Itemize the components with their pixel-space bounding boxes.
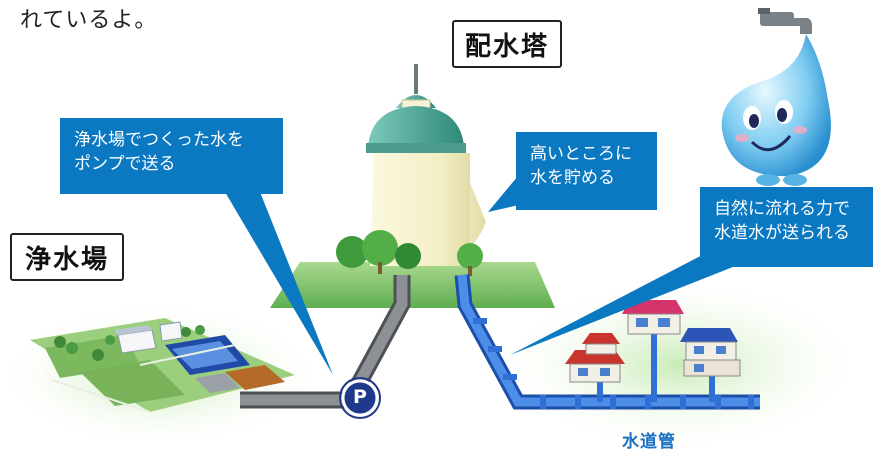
- house-icon: [565, 300, 741, 383]
- pipe-joints: [473, 318, 754, 409]
- house-branch-pipes: [597, 334, 715, 402]
- pump-callout-line-2: ポンプで送る: [74, 154, 176, 174]
- faucet-icon: [758, 8, 812, 34]
- gravity-flow-callout: 自然に流れる力で 水道水が送られる: [700, 187, 873, 267]
- flow-callout-tail: [510, 250, 738, 355]
- gravity-flow-callout-line-2: 水道水が送られる: [714, 223, 850, 243]
- pump-icon: [339, 377, 381, 419]
- water-drop-mascot: [721, 8, 831, 186]
- pump-callout-tail: [225, 192, 333, 375]
- purification-plant-illustration: [30, 318, 295, 413]
- purification-plant-label: 浄水場: [10, 233, 124, 281]
- intro-text: れているよ。: [20, 8, 158, 33]
- distribution-pipe: [457, 274, 760, 407]
- pump-callout: 浄水場でつくった水を ポンプで送る: [60, 118, 283, 194]
- water-pipe-label: 水道管: [622, 432, 676, 452]
- high-place-callout-line-1: 高いところに: [530, 144, 632, 164]
- gravity-flow-callout-line-1: 自然に流れる力で: [714, 199, 850, 219]
- water-tower-illustration: [366, 64, 486, 266]
- tree-icon: [336, 230, 483, 276]
- high-place-callout: 高いところに 水を貯める: [516, 132, 657, 210]
- pump-pipe: [240, 275, 408, 406]
- pump-letter: P: [353, 386, 367, 408]
- water-tower-label: 配水塔: [452, 20, 562, 68]
- tower-hill: [270, 262, 555, 308]
- high-place-callout-line-2: 水を貯める: [530, 168, 615, 188]
- pump-callout-line-1: 浄水場でつくった水を: [74, 130, 244, 150]
